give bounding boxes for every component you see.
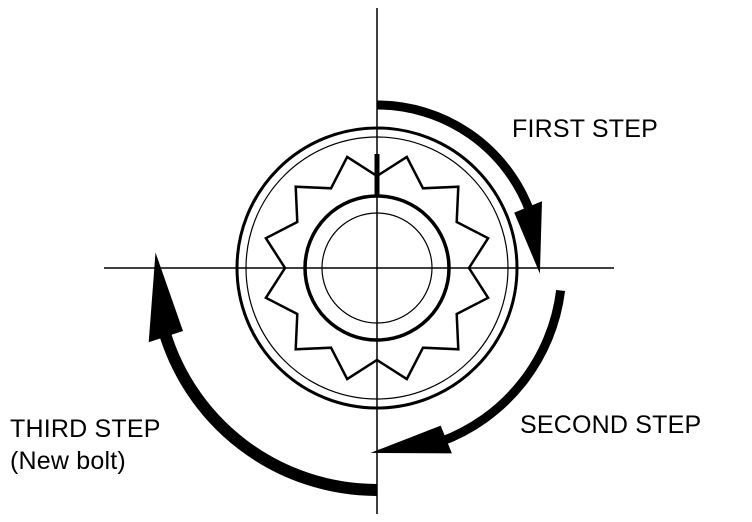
second-step-label: SECOND STEP xyxy=(520,411,702,439)
third-step-note: (New bolt) xyxy=(10,447,126,475)
third-step-arrow xyxy=(156,323,378,496)
first-step-arrowhead xyxy=(514,201,542,274)
bolt-head-12-point xyxy=(264,155,490,381)
second-step-arrow xyxy=(438,289,566,447)
second-step-arrowhead xyxy=(370,425,452,454)
washer-outer-circle xyxy=(235,126,519,410)
first-step-label: FIRST STEP xyxy=(512,115,659,143)
third-step-arrowhead xyxy=(148,252,183,343)
shank-inner-circle xyxy=(321,212,433,324)
first-step-arrow xyxy=(376,100,535,214)
washer-inner-circle xyxy=(245,136,509,400)
third-step-label: THIRD STEP xyxy=(10,415,161,443)
